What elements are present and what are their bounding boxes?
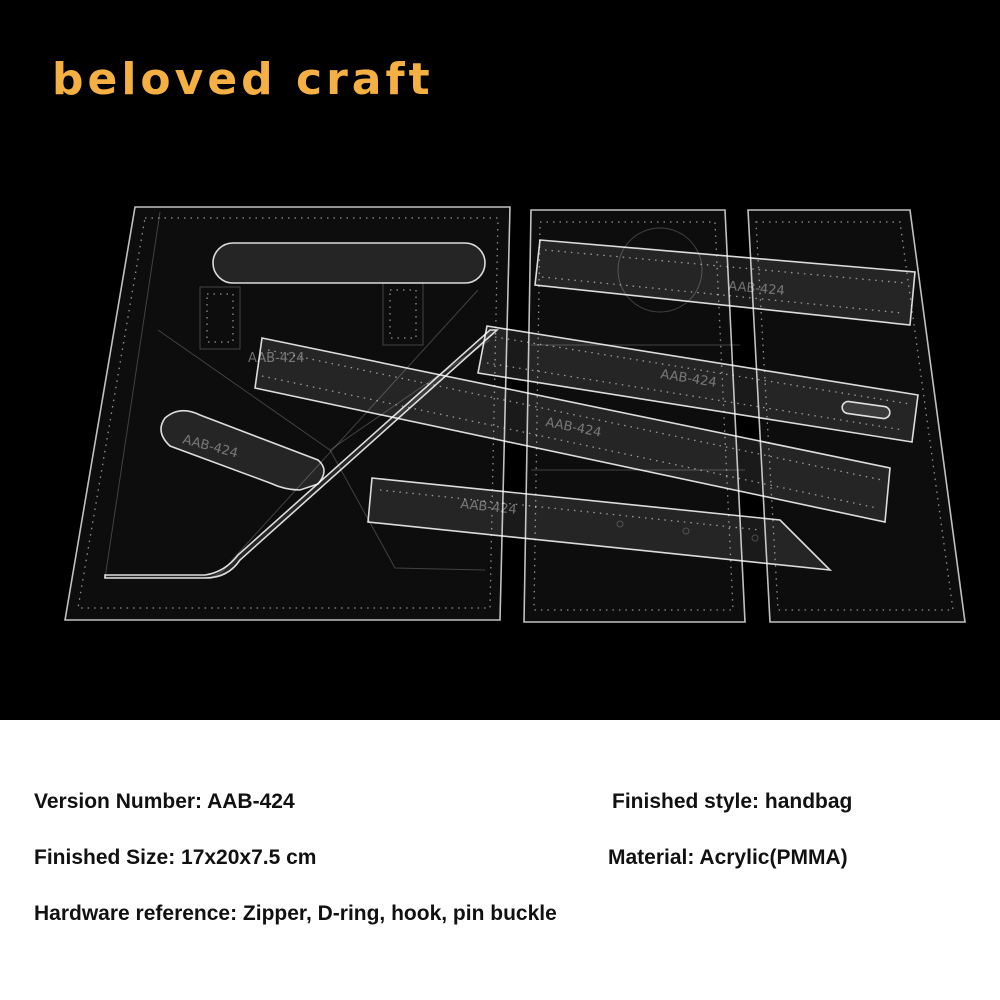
brand-logo: beloved craft (52, 54, 434, 105)
pin-strap-template: AAB-424 (367, 477, 833, 572)
strap-template-long: AAB-424 (254, 337, 891, 523)
spec-material: Material: Acrylic(PMMA) (608, 846, 848, 869)
zipper-slot (212, 242, 486, 284)
shoulder-strap-template: AAB-424 (477, 325, 919, 443)
spec-hardware: Hardware reference: Zipper, D-ring, hook… (34, 902, 557, 925)
engraved-code: AAB-424 (460, 497, 518, 518)
spec-size: Finished Size: 17x20x7.5 cm (34, 846, 317, 869)
tab-template (160, 409, 325, 491)
buckle-slot (841, 400, 891, 420)
front-panel-template: AAB-424 AAB-424 (64, 206, 511, 621)
spec-style: Finished style: handbag (612, 790, 853, 813)
engraved-code: AAB-424 (728, 279, 786, 299)
spec-version: Version Number: AAB-424 (34, 790, 295, 813)
acrylic-template-set: AAB-424 AAB-424 AAB-424 AAB-424 (64, 206, 966, 623)
gusset-panel-template (523, 209, 746, 623)
engraved-code: AAB-424 (248, 351, 305, 366)
product-photo: beloved craft AAB-424 AAB-424 (0, 0, 1000, 720)
strap-template-top: AAB-424 (534, 239, 916, 326)
